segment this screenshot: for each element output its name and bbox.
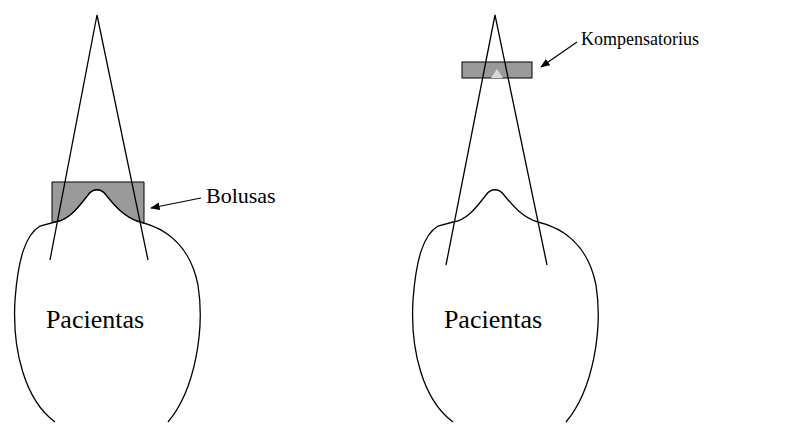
patient-outline: Pacientas [10, 185, 205, 425]
leader-arrow [541, 42, 577, 67]
beam-edge [50, 15, 148, 260]
compensator [462, 62, 532, 78]
patient-label: Pacientas [444, 305, 542, 335]
leader-arrow [151, 198, 201, 208]
part-label: Bolusas [206, 183, 276, 209]
head-contour [413, 190, 599, 422]
compensator-notch [491, 69, 503, 78]
head-contour [15, 190, 201, 422]
patient-label: Pacientas [46, 305, 144, 335]
bolus [52, 182, 144, 223]
beam-edge [446, 15, 547, 265]
part-label: Kompensatorius [581, 29, 699, 50]
patient-outline: Pacientas [408, 185, 603, 425]
